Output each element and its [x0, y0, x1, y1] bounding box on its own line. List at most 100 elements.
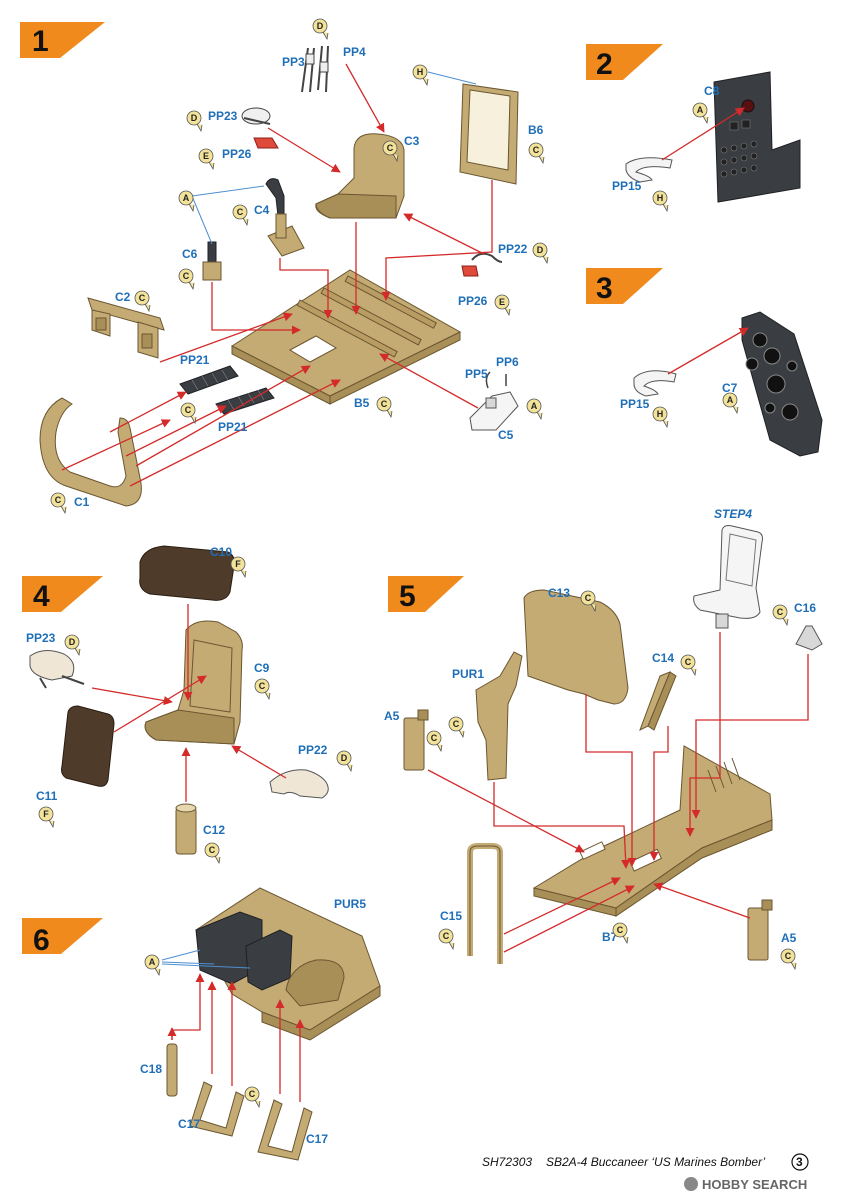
badge-tail [504, 307, 511, 317]
step-1-flag: 1 [20, 22, 105, 58]
part-tree-badge-c4: C [232, 204, 249, 227]
part-tree-badge-pp26: E [198, 148, 215, 171]
step-3-flag: 3 [586, 268, 663, 305]
part-tree-badge-a1: A [178, 190, 195, 213]
c13-panel [523, 589, 629, 705]
badge-circle [426, 730, 442, 746]
badge-circle [244, 1086, 260, 1102]
badge-circle [772, 604, 788, 620]
badge-circle [528, 142, 544, 158]
pur1-stick [475, 651, 523, 781]
step-6-number: 6 [33, 924, 50, 957]
badge-letter: C [237, 207, 244, 217]
label-c7: C7 [722, 381, 738, 395]
c18-rod [166, 1043, 178, 1097]
badge-circle [178, 190, 194, 206]
badge-tail [536, 411, 543, 421]
pp23b-harness [29, 650, 85, 689]
label-pp4: PP4 [343, 45, 366, 59]
badge-letter: C [259, 681, 266, 691]
step-1-arrows [61, 63, 493, 487]
step-4-flag: 4 [22, 576, 103, 613]
part-tree-badge-c1: C [50, 492, 67, 515]
label-c12: C12 [203, 823, 225, 837]
badge-circle [50, 492, 66, 508]
badge-circle [438, 928, 454, 944]
badge-circle [186, 110, 202, 126]
page-number: 3 [796, 1155, 803, 1169]
c7-panel [741, 311, 823, 457]
c11-cushion [61, 705, 115, 787]
page-number-ring [791, 1153, 809, 1171]
part-tree-badge-c5: A [526, 398, 543, 421]
label-c16: C16 [794, 601, 816, 615]
badge-letter: D [341, 753, 348, 763]
part-tree-badge-c9: C [254, 678, 271, 701]
label-c2: C2 [115, 290, 131, 304]
footer-title: SB2A-4 Buccaneer ‘US Marines Bomber’ [546, 1155, 766, 1169]
c16-part [795, 625, 823, 651]
badge-letter: C [183, 271, 190, 281]
label-step4ref: STEP4 [714, 507, 752, 521]
badge-tail [144, 303, 151, 313]
part-tree-badge-c11: F [38, 806, 55, 829]
label-a5: A5 [384, 709, 400, 723]
badge-letter: C [785, 951, 792, 961]
label-c8: C8 [704, 84, 720, 98]
part-tree-badge-b6: C [528, 142, 545, 165]
badge-letter: A [697, 105, 704, 115]
step-5-flag: 5 [388, 576, 464, 613]
badge-circle [680, 654, 696, 670]
badge-tail [196, 123, 203, 133]
label-pp15b: PP15 [620, 397, 650, 411]
label-pp21: PP21 [180, 353, 210, 367]
badge-circle [178, 268, 194, 284]
badge-tail [782, 617, 789, 627]
label-c13: C13 [548, 586, 570, 600]
badge-letter: A [149, 957, 156, 967]
badge-tail [74, 647, 81, 657]
c8-panel [713, 71, 801, 203]
step-2-flag: 2 [586, 44, 663, 81]
label-pp15: PP15 [612, 179, 642, 193]
badge-letter: C [209, 845, 216, 855]
badge-letter: A [727, 395, 734, 405]
c10-cushion [139, 545, 235, 601]
badge-letter: A [183, 193, 190, 203]
badge-letter: C [585, 593, 592, 603]
b7-floor [532, 745, 773, 917]
c15-rod [467, 843, 503, 964]
part-tree-badge-c17: C [244, 1086, 261, 1109]
badge-letter: D [69, 637, 76, 647]
label-pur5: PUR5 [334, 897, 366, 911]
step-5-arrows [427, 632, 809, 953]
badge-tail [154, 967, 161, 977]
c14-rail [639, 671, 677, 732]
part-tree-badge-pp26b: E [494, 294, 511, 317]
badge-tail [264, 691, 271, 701]
badge-circle [412, 64, 428, 80]
label-c4: C4 [254, 203, 270, 217]
badge-circle [494, 294, 510, 310]
step-4-number: 4 [33, 580, 50, 613]
label-c9: C9 [254, 661, 270, 675]
label-a5b: A5 [781, 931, 797, 945]
badge-tail [702, 115, 709, 125]
pp26-plate [253, 137, 279, 149]
pp3-pp4-belts [301, 45, 329, 93]
step-2-number: 2 [596, 48, 613, 81]
badge-tail [542, 255, 549, 265]
part-tree-badge-a5: C [426, 730, 443, 753]
pp22-belt [461, 252, 503, 277]
badge-letter: C [55, 495, 62, 505]
label-pp23: PP23 [208, 109, 238, 123]
badge-circle [38, 806, 54, 822]
c17b-bracket [257, 1099, 313, 1161]
part-tree-badge-pp15: H [652, 190, 669, 213]
badge-tail [322, 31, 329, 41]
badge-letter: C [139, 293, 146, 303]
badge-circle [382, 140, 398, 156]
label-b6: B6 [528, 123, 544, 137]
badge-circle [144, 954, 160, 970]
